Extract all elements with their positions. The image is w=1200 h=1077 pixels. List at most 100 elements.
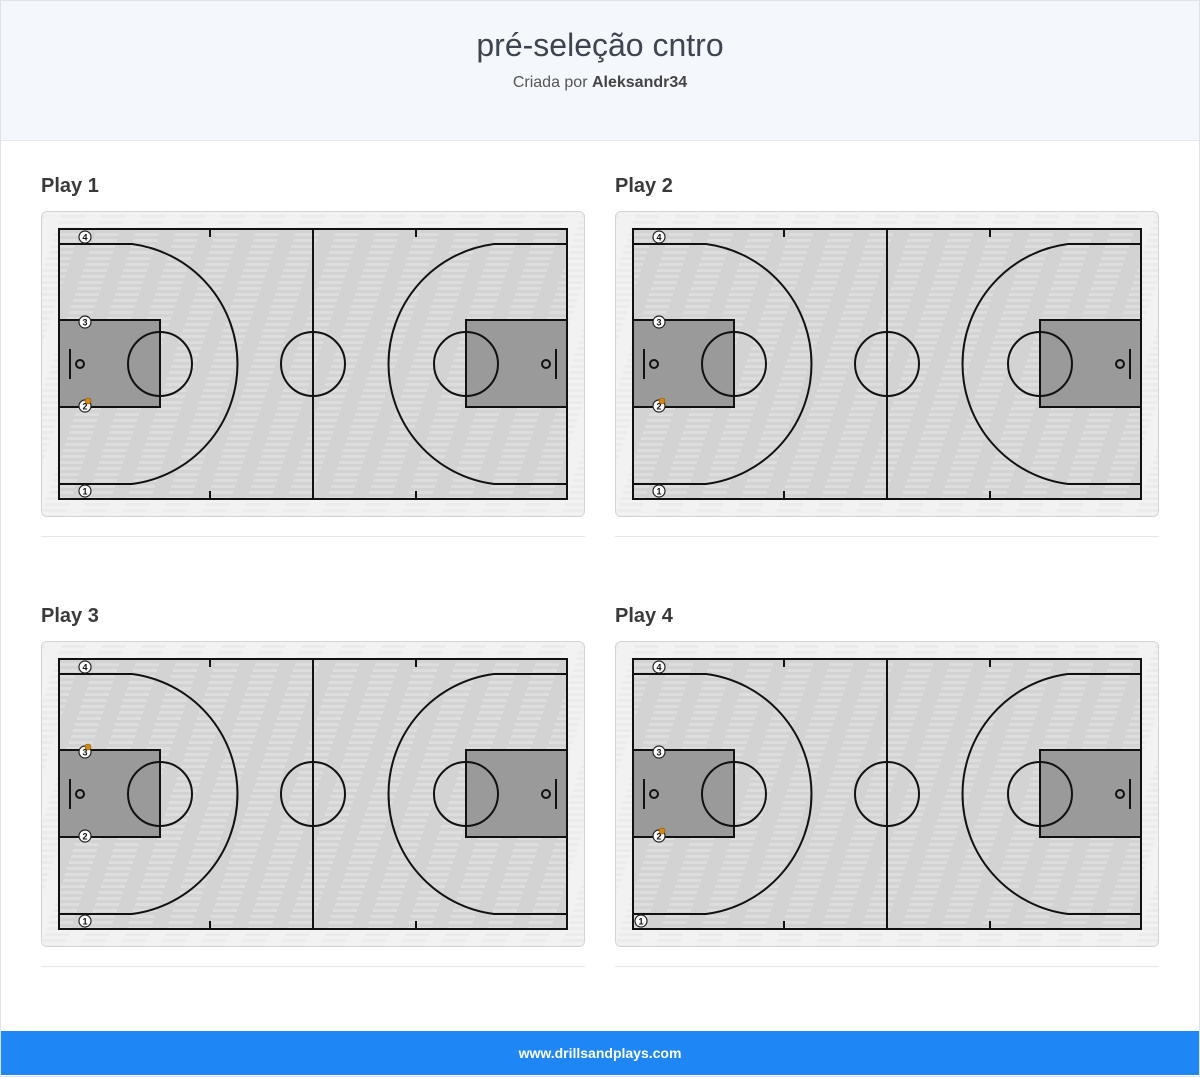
floor-plank (51, 485, 75, 488)
floor-plank (793, 221, 817, 224)
floor-plank (183, 879, 207, 882)
floor-plank (307, 747, 331, 750)
floor-plank (707, 669, 731, 672)
floor-plank (641, 747, 665, 750)
floor-plank (909, 783, 933, 786)
floor-plank (759, 753, 783, 756)
floor-plank (299, 891, 323, 894)
floor-plank (821, 687, 845, 690)
floor-plank (959, 873, 983, 876)
floor-plank (557, 407, 581, 410)
floor-plank (825, 915, 849, 918)
floor-plank (85, 933, 109, 936)
floor-plank (347, 747, 371, 750)
floor-plank (1099, 933, 1123, 936)
floor-plank (873, 341, 897, 344)
floor-plank (661, 687, 685, 690)
floor-plank (143, 449, 167, 452)
floor-plank (747, 909, 771, 912)
floor-plank (1157, 329, 1158, 332)
floor-plank (245, 263, 269, 266)
floor-plank (583, 759, 584, 762)
floor-plank (735, 705, 759, 708)
floor-plank (67, 437, 91, 440)
floor-plank (616, 867, 625, 870)
floor-plank (701, 257, 725, 260)
floor-plank (455, 663, 479, 666)
floor-plank (877, 759, 901, 762)
floor-plank (833, 771, 857, 774)
floor-plank (1117, 449, 1141, 452)
player-label: 2 (82, 402, 87, 412)
floor-plank (161, 825, 185, 828)
floor-plank (317, 287, 341, 290)
floor-plank (417, 467, 441, 470)
floor-plank (249, 801, 273, 804)
floor-plank (571, 915, 584, 918)
floor-plank (616, 341, 617, 344)
right-hoop (1115, 359, 1125, 369)
floor-plank (839, 443, 863, 446)
floor-plank (127, 687, 151, 690)
floor-plank (1087, 299, 1111, 302)
floor-plank (425, 753, 449, 756)
floor-plank (895, 275, 919, 278)
floor-plank (485, 503, 509, 506)
floor-plank (839, 323, 863, 326)
floor-plank (241, 395, 265, 398)
floor-plank (321, 275, 345, 278)
floor-plank (559, 831, 583, 834)
floor-plank (905, 675, 929, 678)
floor-plank (1001, 437, 1025, 440)
floor-plank (573, 359, 584, 362)
left-paint (59, 750, 160, 837)
floor-plank (415, 663, 439, 666)
floor-plank (1125, 425, 1149, 428)
floor-plank (42, 645, 45, 648)
floor-plank (363, 699, 387, 702)
floor-plank (91, 675, 115, 678)
floor-plank (91, 485, 115, 488)
floor-plank (779, 383, 803, 386)
floor-plank (251, 365, 275, 368)
floor-plank (289, 491, 313, 494)
floor-plank (807, 299, 831, 302)
floor-plank (455, 233, 479, 236)
floor-plank (997, 329, 1021, 332)
right-lane (1039, 319, 1142, 408)
floor-plank (781, 257, 805, 260)
floor-plank (715, 645, 739, 648)
floor-plank (829, 783, 853, 786)
floor-plank (379, 461, 403, 464)
floor-plank (155, 413, 179, 416)
floor-plank (165, 503, 189, 506)
floor-plank (877, 879, 901, 882)
floor-plank (773, 831, 797, 834)
floor-plank (919, 873, 943, 876)
floor-plank (1019, 813, 1043, 816)
floor-plank (833, 341, 857, 344)
floor-plank (717, 449, 741, 452)
floor-plank (553, 419, 577, 422)
floor-plank (625, 675, 649, 678)
floor-plank (163, 939, 187, 942)
floor-plank (963, 431, 987, 434)
footer-site-link[interactable]: www.drillsandplays.com (518, 1045, 682, 1061)
floor-plank (1125, 735, 1149, 738)
floor-plank (1017, 269, 1041, 272)
floor-plank (649, 413, 673, 416)
floor-plank (341, 215, 365, 218)
author-name[interactable]: Aleksandr34 (591, 74, 688, 91)
floor-plank (647, 849, 671, 852)
floor-plank (289, 681, 313, 684)
floor-plank (953, 461, 977, 464)
floor-plank (421, 335, 445, 338)
floor-plank (491, 915, 515, 918)
player-3-marker: 3 (652, 745, 666, 759)
floor-plank (45, 503, 69, 506)
floor-plank (309, 861, 333, 864)
